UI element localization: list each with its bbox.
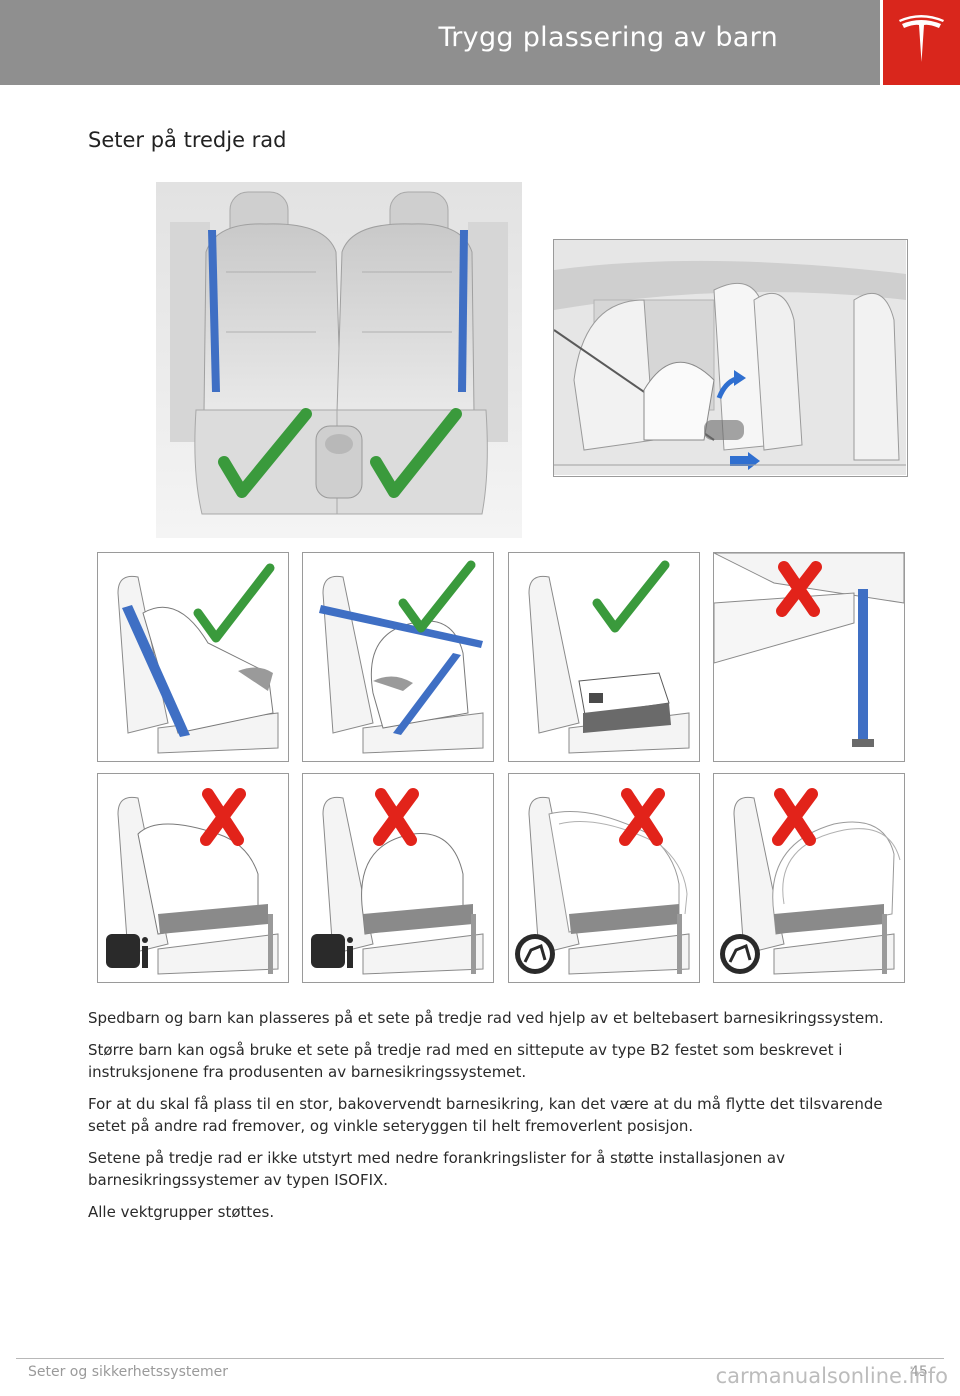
panel-support-leg	[713, 552, 905, 762]
footer-section-name: Seter og sikkerhetssystemer	[28, 1364, 228, 1380]
second-row-forward-illustration	[553, 239, 908, 477]
panel-forward-facing-belt	[302, 552, 494, 762]
cross-icon	[200, 788, 246, 846]
paragraph-1: Spedbarn og barn kan plasseres på et set…	[88, 1009, 884, 1027]
panel-rear-facing-belt	[97, 552, 289, 762]
page-header-title: Trygg plassering av barn	[438, 22, 778, 53]
check-icon	[218, 408, 312, 498]
paragraph-2: Større barn kan også bruke et sete på tr…	[88, 1041, 843, 1081]
tesla-logo	[883, 0, 960, 85]
paragraph-5: Alle vektgrupper støttes.	[88, 1203, 275, 1221]
isofix-i-icon	[311, 934, 345, 968]
panel-isofix-rear-facing	[97, 773, 289, 983]
isofix-i-icon	[106, 934, 140, 968]
cross-icon	[373, 788, 419, 846]
section-title: Seter på tredje rad	[88, 128, 287, 152]
panel-booster-cushion	[508, 552, 700, 762]
check-icon	[592, 560, 670, 633]
watermark: carmanualsonline.info	[715, 1364, 948, 1388]
panel-isofix-forward-facing	[302, 773, 494, 983]
page-number: 45	[910, 1364, 928, 1380]
cross-icon	[772, 788, 818, 846]
panel-isofix-multi-rear	[508, 773, 700, 983]
header-bar: Trygg plassering av barn	[0, 0, 880, 85]
body-text: Spedbarn og barn kan plasseres på et set…	[88, 1007, 920, 1233]
paragraph-4: Setene på tredje rad er ikke utstyrt med…	[88, 1149, 785, 1189]
check-icon	[370, 408, 462, 498]
footer-divider	[16, 1358, 944, 1359]
third-row-seats-illustration	[156, 182, 522, 538]
paragraph-3: For at du skal få plass til en stor, bak…	[88, 1095, 883, 1135]
cross-icon	[776, 561, 822, 617]
cross-icon	[619, 788, 665, 846]
panel-isofix-multi-forward	[713, 773, 905, 983]
check-icon	[193, 563, 275, 643]
check-icon	[398, 560, 476, 633]
tesla-t-icon	[899, 15, 944, 62]
